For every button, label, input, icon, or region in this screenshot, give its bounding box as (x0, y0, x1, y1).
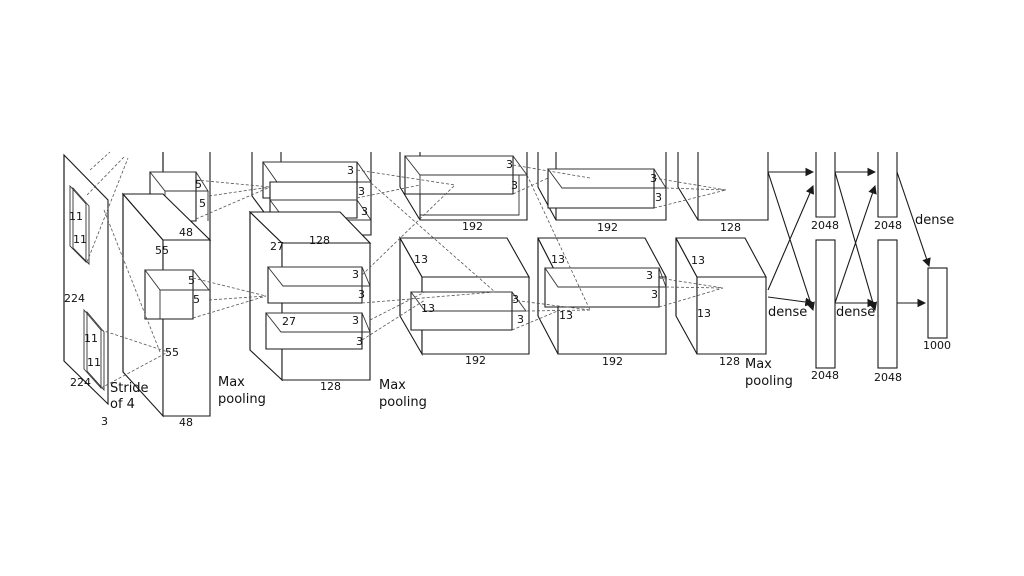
conv5-top-depth-label: 128 (720, 221, 741, 234)
conv4-bottom-size-b-label: 13 (559, 309, 573, 322)
conv1-top-kernel-a-label: 5 (195, 178, 202, 191)
input-kernel-width-label: 11 (73, 233, 87, 246)
conv4-bottom-size-a-label: 13 (551, 253, 565, 266)
pool1-label: Max pooling (218, 375, 266, 407)
pool2-label: Max pooling (379, 378, 427, 410)
dense2-bottom-label: 2048 (874, 371, 902, 384)
conv3-bottom-size-b-label: 13 (421, 302, 435, 315)
conv1-size-b-label: 55 (165, 346, 179, 359)
conv2-bottom-depth-label: 128 (320, 380, 341, 393)
input-volume (63, 153, 109, 406)
conv5-bottom-depth-label: 128 (719, 355, 740, 368)
input-depth-label: 3 (101, 415, 108, 428)
conv1-top-kernel-b-label: 5 (199, 197, 206, 210)
conv4-top-k1-label: 3 (650, 172, 657, 185)
conv4-top-depth-label: 192 (597, 221, 618, 234)
conv3-top-k2-label: 3 (511, 179, 518, 192)
conv4-top-k2-label: 3 (655, 191, 662, 204)
dense2-top-label: 2048 (874, 219, 902, 232)
conv3-bottom-k1-label: 3 (512, 293, 519, 306)
conv1-bottom-kernel-a-label: 5 (188, 274, 195, 287)
conv2-bottom-k4-label: 3 (356, 335, 363, 348)
input-kernel2-width-label: 11 (87, 356, 101, 369)
conv3-top-k1-label: 3 (506, 158, 513, 171)
conv4-bottom-depth-label: 192 (602, 355, 623, 368)
conv1-size-a-label: 55 (155, 244, 169, 257)
conv1-bottom-volume (121, 192, 212, 418)
conv2-top-k1-label: 3 (347, 164, 354, 177)
dense-label-b: dense (836, 305, 875, 320)
conv1-bottom-kernel-b-label: 5 (193, 293, 200, 306)
input-kernel2-height-label: 11 (84, 332, 98, 345)
kernel-projection-lines (86, 151, 727, 389)
pool3-label: Max pooling (745, 357, 793, 389)
conv4-top-volume (537, 152, 667, 221)
conv3-bottom-k2-label: 3 (517, 313, 524, 326)
conv2-top-k2-label: 3 (358, 185, 365, 198)
conv2-bottom-k3-label: 3 (352, 314, 359, 327)
conv4-bottom-k2-label: 3 (651, 288, 658, 301)
conv1-bottom-depth-label: 48 (179, 416, 193, 429)
dense-label-c: dense (915, 213, 954, 228)
stride-label: Stride of 4 (110, 381, 153, 412)
conv2-top-k3-label: 3 (361, 205, 368, 218)
conv4-bottom-volume (537, 237, 667, 355)
conv3-bottom-volume (399, 235, 530, 357)
dense-connections (767, 167, 931, 312)
conv3-bottom-depth-label: 192 (465, 354, 486, 367)
input-width-label: 224 (70, 376, 91, 389)
diagram-labels: 11 11 11 11 224 224 3 Stride of 4 5 5 48… (64, 158, 954, 429)
conv5-bottom-size-a-label: 13 (691, 254, 705, 267)
dense-layers (815, 152, 948, 369)
conv5-bottom-size-b-label: 13 (697, 307, 711, 320)
input-height-label: 224 (64, 292, 85, 305)
conv2-top-depth-label: 128 (309, 234, 330, 247)
conv2-bottom-k1-label: 3 (352, 268, 359, 281)
conv1-top-depth-label: 48 (179, 226, 193, 239)
dense-label-a: dense (768, 305, 807, 320)
conv2-bottom-k2-label: 3 (358, 288, 365, 301)
conv3-top-depth-label: 192 (462, 220, 483, 233)
dense1-top-label: 2048 (811, 219, 839, 232)
conv2-size-a-label: 27 (270, 240, 284, 253)
conv3-bottom-size-a-label: 13 (414, 253, 428, 266)
conv5-top-volume (677, 152, 769, 221)
conv2-size-b-label: 27 (282, 315, 296, 328)
conv4-bottom-k1-label: 3 (646, 269, 653, 282)
conv5-bottom-volume (675, 237, 767, 355)
output-size-label: 1000 (923, 339, 951, 352)
input-kernel-height-label: 11 (69, 210, 83, 223)
dense1-bottom-label: 2048 (811, 369, 839, 382)
